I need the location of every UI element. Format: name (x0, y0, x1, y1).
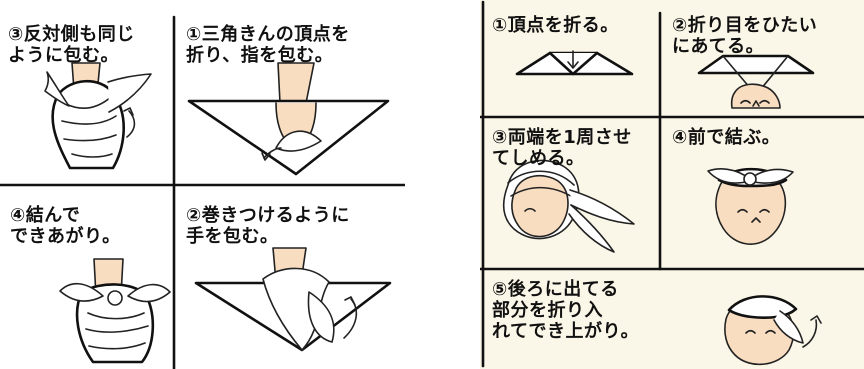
left-step-4-caption: ④結んで できあがり。 (10, 205, 121, 248)
fold-apex-step-1-illustration (515, 50, 634, 76)
wrap-ends-step-3-illustration (502, 159, 635, 253)
wrapping-hand-step-2-illustration (194, 247, 392, 352)
right-step-4-caption: ④前で結ぶ。 (672, 127, 781, 148)
hand-bandage-illustrations (0, 15, 405, 369)
triangle-step-1-illustration (187, 62, 390, 176)
right-step-3-caption: ③両端を1周させ てしめる。 (492, 127, 632, 170)
left-step-2-caption: ②巻きつけるように 手を包む。 (186, 205, 350, 248)
right-step-1-caption: ①頂点を折る。 (492, 15, 619, 36)
wrapped-hand-step-3-illustration (44, 62, 152, 170)
front-tie-step-4-illustration (707, 167, 794, 245)
forehead-step-2-illustration (697, 54, 815, 109)
left-step-3-caption: ③反対側も同じ ように包む。 (8, 24, 135, 67)
tuck-back-step-5-illustration (724, 295, 822, 366)
right-step-5-caption: ⑤後ろに出てる 部分を折り入 れてでき上がり。 (492, 279, 640, 343)
left-step-1-caption: ①三角きんの頂点を 折り、指を包む。 (186, 24, 350, 67)
head-scarf-instructions: ①頂点を折る。 ②折り目をひたい にあてる。 ③両端を1周させ てしめる。 ④前… (480, 0, 864, 369)
hand-bandage-instructions: ③反対側も同じ ように包む。 ①三角きんの頂点を 折り、指を包む。 ④結んで で… (0, 0, 405, 369)
tied-hand-step-4-illustration (59, 258, 171, 364)
head-scarf-illustrations (480, 0, 864, 368)
right-step-2-caption: ②折り目をひたい にあてる。 (672, 15, 818, 58)
